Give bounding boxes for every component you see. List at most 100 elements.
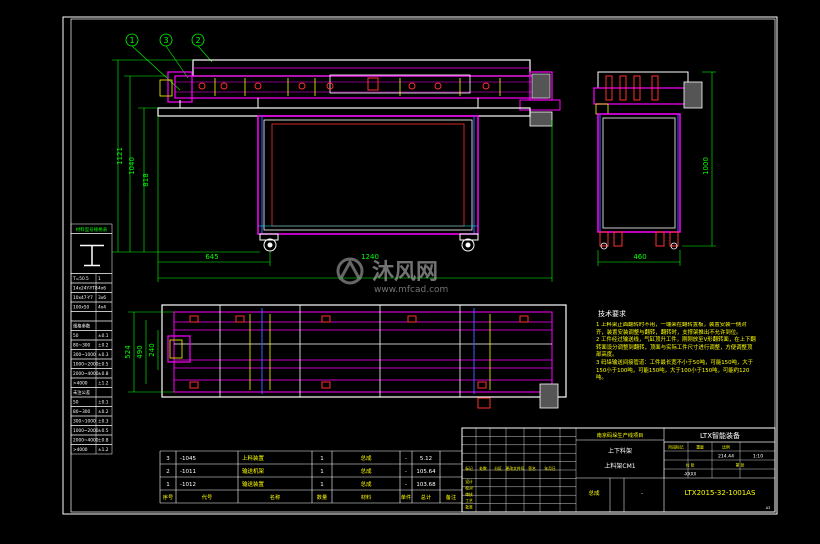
left-table-cell-key: >4000 — [73, 447, 88, 453]
assembly-label: 总成 — [588, 489, 600, 497]
sheet-index-label: 第 张 — [736, 463, 745, 468]
left-table-cell-key: 100x50 — [73, 305, 89, 311]
left-table-row — [70, 311, 113, 322]
left-table-cell-key: 2000~4000 — [73, 438, 99, 444]
bom-header-cell: 名称 — [270, 493, 280, 501]
revision-header: 年月日 — [544, 466, 556, 471]
tech-notes-body: 1 上料架正面翻转时不用，一端架在翻转置板，装置安装一侧对齐，装置安装调整与翻转… — [596, 322, 756, 382]
balloon-2-label: 2 — [195, 36, 200, 45]
revision-header: 处数 — [479, 466, 487, 471]
bom-header-cell: 数量 — [317, 493, 327, 501]
tech-note-3: 3 码垛输送间接管道：工件最长宽不小于50吨，可能150吨，大于150小于100… — [596, 359, 754, 382]
watermark: 沐风网 www.mfcad.com — [336, 257, 448, 295]
assembly-dash: - — [641, 491, 643, 497]
side-view: 460 1000 — [593, 71, 716, 266]
left-table-cell-key: 80~300 — [73, 409, 91, 415]
bom-cell-total-weight: 105.64 — [416, 469, 436, 475]
left-table-cell-key: 300~1000 — [73, 419, 96, 425]
bom-cell-no: 2 — [166, 469, 170, 475]
signoff-label: 工艺 — [465, 498, 473, 503]
dim-818: 818 — [142, 173, 150, 186]
signoff-label: 校对 — [465, 485, 473, 490]
left-table-cell-key: 规格参数 — [73, 323, 91, 330]
tech-note-2: 2 工件经过输送线，气缸顶升工件，刚刚放至V形翻转面，在上下翻转面设分调整到翻转… — [596, 337, 756, 359]
tech-notes: 技术要求 1 上料架正面翻转时不用，一端架在翻转置板，装置安装一侧对齐，装置安装… — [596, 309, 756, 382]
balloon-2: 2 — [191, 33, 213, 63]
left-table-cell-val: ±1.2 — [98, 447, 109, 453]
signoff-label: 设计 — [465, 479, 473, 484]
signoff-label: 批准 — [465, 505, 473, 510]
dim-1000: 1000 — [702, 157, 710, 175]
bom-cell-material: 总成 — [360, 480, 372, 488]
bom-cell-no: 1 — [166, 482, 170, 488]
left-table-cell-key: 14x24Y-YT8 — [73, 286, 98, 292]
left-table-cell-val: 4x4 — [98, 305, 106, 311]
left-table-cell-val: 1 — [98, 276, 101, 282]
left-table-cell-val: ±0.5 — [98, 428, 109, 434]
left-table-cell-val: ±0.3 — [98, 419, 109, 425]
bom-cell-code: -1011 — [180, 469, 196, 475]
left-table-cell-val: 3x6 — [98, 295, 106, 301]
project-name: 南京码垛生产线项目 — [597, 431, 644, 439]
bom-cell-unit-weight: - — [405, 456, 407, 462]
material-value: -XXXX — [684, 472, 697, 477]
balloon-3-label: 3 — [163, 36, 168, 45]
bom-cell-unit-weight: - — [405, 469, 407, 475]
revision-header: 标记 — [465, 466, 473, 471]
revision-header: 签名 — [528, 466, 536, 471]
dim-645: 645 — [205, 253, 218, 261]
left-table-cell-key: 50 — [73, 333, 79, 339]
dim-524: 524 — [124, 345, 132, 359]
weight-label: 重量 — [696, 445, 704, 450]
bom-cell-material: 总成 — [360, 467, 372, 475]
dim-1121: 1121 — [116, 147, 124, 165]
company-name: LTX智能装备 — [700, 431, 740, 440]
revision-header: 更改文件号 — [506, 466, 525, 471]
left-table-cell-val: ±0.5 — [98, 362, 109, 368]
left-table-cell-key: 300~1000 — [73, 352, 96, 358]
bom-cell-name: 输送装置 — [242, 480, 265, 488]
bom-cell-qty: 1 — [320, 482, 324, 488]
left-table-cell-val: ±0.2 — [98, 409, 109, 415]
scale-value: 1:10 — [753, 454, 763, 460]
left-table-cell-key: 2000~4000 — [73, 371, 99, 377]
watermark-logo — [336, 257, 364, 285]
signoff-label: 审核 — [465, 492, 473, 497]
front-view: 1 3 2 — [112, 33, 561, 282]
bom-cell-code: -1045 — [180, 456, 196, 462]
revision-header: 分区 — [494, 466, 502, 471]
tech-note-1: 1 上料架正面翻转时不用，一端架在翻转置板，装置安装一侧对齐，装置安装调整与翻转… — [596, 322, 747, 336]
bom-cell-no: 3 — [166, 456, 170, 462]
left-table-cell-val: ±0.3 — [98, 352, 109, 358]
left-table-cell-val: 4x6 — [98, 286, 106, 292]
bom-header-cell: 代号 — [202, 493, 212, 501]
bom-cell-name: 上料装置 — [242, 454, 265, 462]
left-table-cell-val: ±1.2 — [98, 381, 109, 387]
left-table-cell-key: 80~300 — [73, 343, 91, 349]
profile-section-icon — [80, 244, 104, 267]
left-table-cell-val: ±0.2 — [98, 343, 109, 349]
watermark-url: www.mfcad.com — [374, 285, 448, 295]
watermark-brand: 沐风网 — [372, 260, 438, 285]
weight-value: 214.44 — [718, 454, 734, 460]
dim-460: 460 — [633, 253, 646, 261]
bom-header-cell: 材料 — [361, 493, 371, 501]
part-subname: 上料架CM1 — [604, 462, 635, 470]
bom-header-cell: 总计 — [421, 493, 431, 501]
dim-1240: 1240 — [361, 253, 379, 261]
sheet-marker: A3 — [766, 506, 771, 510]
left-table-cell-val: ±0.8 — [98, 438, 109, 444]
drawing-number: LTX2015-32-1001AS — [685, 489, 756, 497]
bom-cell-total-weight: 5.12 — [420, 456, 432, 462]
bom-cell-code: -1012 — [180, 482, 196, 488]
left-table-cell-key: 未注公差 — [73, 389, 91, 396]
bom-cell-name: 输送机架 — [242, 467, 265, 475]
left-table-cell-key: 10x47-Y7 — [73, 295, 93, 301]
part-name: 上下料架 — [608, 447, 632, 455]
bom-header-cell: 序号 — [163, 493, 173, 501]
bom-cell-material: 总成 — [360, 454, 372, 462]
bom-header-cell: 备注 — [446, 493, 456, 501]
bom-cell-total-weight: 103.68 — [416, 482, 436, 488]
